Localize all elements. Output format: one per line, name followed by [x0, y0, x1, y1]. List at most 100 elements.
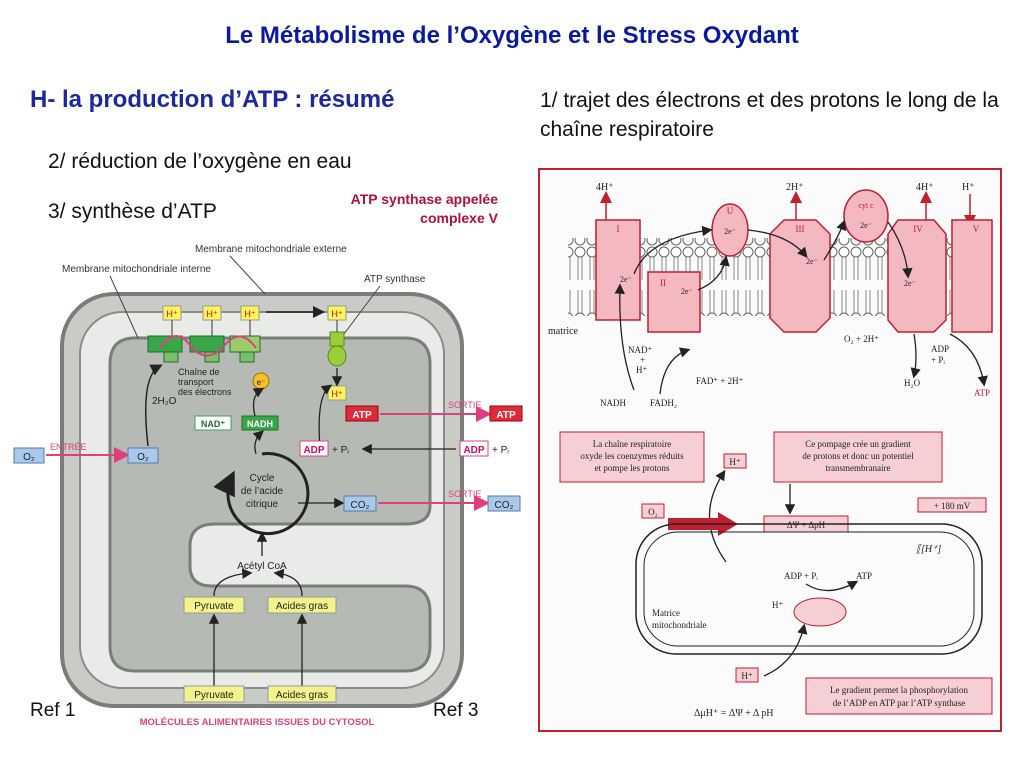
h-plus-matrix-label: H⁺ [772, 600, 783, 610]
sortie-label-atp: SORTIE [448, 400, 481, 410]
svg-text:I: I [617, 224, 620, 234]
atp-synthase-complex [327, 320, 347, 367]
co2-box-inner [343, 495, 377, 512]
complex-iii [769, 219, 831, 333]
fatty-acids-box-inner [267, 596, 337, 614]
svg-text:et pompe les protons: et pompe les protons [595, 463, 670, 473]
pi-inner: + Pᵢ [332, 445, 349, 456]
pyruvate-box-outer [183, 685, 245, 703]
svg-text:H⁺: H⁺ [166, 309, 177, 319]
svg-text:O₂: O₂ [648, 507, 658, 517]
svg-text:cyt c: cyt c [858, 201, 874, 210]
explanation-box-phosphorylation [805, 677, 993, 715]
o2-box-inner [127, 447, 159, 464]
svg-text:de protons et donc un potentie: de protons et donc un potentiel [802, 451, 914, 461]
ref-3: Ref 3 [433, 700, 479, 721]
o2-box-outer [13, 447, 45, 464]
acetyl-coa-label: Acétyl CoA [237, 561, 287, 572]
mitochondria-diagram: Membrane mitochondriale externe Membrane… [13, 244, 523, 728]
fad-label: FAD⁺ + 2H⁺ [696, 376, 744, 386]
proton-motive-formula: ΔμH⁺ = ΔΨ + Δ pH [694, 708, 773, 719]
mitochondrion-outline-inner [643, 531, 975, 647]
proton-pump-curve [708, 469, 727, 563]
chain-label-3: des électrons [178, 387, 232, 397]
complex-iii-electrons: 2e⁻ [806, 257, 818, 266]
complex-ii [647, 271, 701, 333]
h4-left-label: 4H⁺ [596, 182, 614, 193]
nad-box [194, 415, 232, 431]
nadh-to-chain-arrow [252, 387, 265, 417]
matrice-mito-label-1: Matrice [652, 608, 680, 618]
inner-membrane-label: Membrane mitochondriale interne [62, 264, 211, 275]
sortie-label-co2: SORTIE [448, 489, 481, 499]
svg-text:H⁺: H⁺ [729, 457, 740, 467]
complex-i-to-u-arrow [633, 225, 713, 275]
point-oxygen-reduction: 2/ réduction de l’oxygène en eau [48, 150, 352, 173]
svg-text:IV: IV [913, 224, 923, 234]
svg-text:III: III [796, 224, 805, 234]
electron-label: e⁻ [257, 378, 266, 387]
fatty-acids-box-outer [267, 685, 337, 703]
page-title: Le Métabolisme de l’Oxygène et le Stress… [225, 22, 799, 49]
nadh-to-complex-i-arrow [614, 283, 635, 391]
adp-box-inner [299, 440, 329, 457]
plus-sign: + [640, 355, 645, 365]
water-label: 2H₂O [152, 396, 177, 407]
o2-box [641, 503, 665, 519]
svg-text:H⁺: H⁺ [244, 309, 255, 319]
svg-text:H⁺: H⁺ [206, 309, 217, 319]
matrice-mito-label-2: mitochondriale [652, 620, 706, 630]
u-to-complex-iii-arrow [747, 229, 808, 259]
svg-text:NADH: NADH [247, 419, 273, 429]
phosphorylation-arrow [805, 580, 859, 592]
svg-text:H⁺: H⁺ [331, 389, 342, 399]
svg-text:O₂: O₂ [23, 452, 35, 463]
svg-text:ΔΨ + ΔpH: ΔΨ + ΔpH [787, 520, 826, 530]
co2-box-outer [487, 495, 521, 512]
atp-note-line2: complexe V [420, 210, 498, 226]
point-atp-synthesis: 3/ synthèse d’ATP [48, 200, 217, 223]
h2-label: 2H⁺ [786, 182, 804, 193]
atp-synthase-pointer [343, 285, 381, 335]
svg-text:H⁺: H⁺ [741, 671, 752, 681]
o2-to-water-arrow [910, 333, 921, 379]
svg-text:ADP: ADP [303, 445, 324, 456]
svg-text:U: U [727, 206, 734, 216]
complex-i-electrons: 2e⁻ [620, 275, 632, 284]
o2-2h-label: O₂ + 2H⁺ [844, 334, 879, 344]
svg-text:CO₂: CO₂ [495, 500, 514, 511]
cyt-c-to-complex-iv-arrow [887, 221, 913, 279]
h-plus-label: H⁺ [962, 182, 975, 193]
h-plus-box-bottom [735, 667, 759, 683]
svg-text:La chaîne respiratoire: La chaîne respiratoire [593, 439, 671, 449]
nadh-box [241, 415, 279, 431]
explanation-box-gradient [773, 431, 943, 483]
nad-plus-label: NAD⁺ [628, 345, 652, 355]
svg-text:transmembranaire: transmembranaire [826, 463, 891, 473]
complex-ii-electrons: 2e⁻ [681, 287, 693, 296]
svg-text:ATP: ATP [496, 410, 516, 421]
chain-label-2: transport [178, 377, 214, 387]
complex-v [951, 219, 993, 333]
complex-ii-to-u-arrow [697, 255, 730, 291]
h2o-label: H₂O [904, 378, 921, 388]
svg-text:Pyruvate: Pyruvate [194, 601, 234, 612]
cycle-to-nadh-arrow [252, 430, 264, 455]
matrice-label: matrice [548, 326, 579, 337]
chain-label-1: Chaîne de [178, 367, 220, 377]
complex-iv-electrons: 2e⁻ [904, 279, 916, 288]
fatty-acids-to-acetyl-arrow [273, 568, 303, 597]
section-title: H- la production d’ATP : résumé [30, 86, 395, 113]
cycle-label-3: citrique [246, 499, 279, 510]
svg-text:V: V [973, 224, 980, 234]
fadh2-to-complex-ii-arrow [659, 347, 691, 395]
pi-outer: + Pᵢ [492, 445, 509, 456]
ref-1: Ref 1 [30, 700, 76, 721]
pyruvate-box-inner [183, 596, 245, 614]
oxygen-to-water-arrow [144, 364, 163, 447]
svg-text:CO₂: CO₂ [351, 500, 370, 511]
inner-membrane-pointer [109, 275, 139, 339]
mitochondrion-outline-outer [635, 523, 983, 655]
molecules-label: MOLÉCULES ALIMENTAIRES ISSUES DU CYTOSOL [140, 717, 375, 728]
svg-text:de l’ADP en ATP par l’ATP synt: de l’ADP en ATP par l’ATP synthase [833, 698, 966, 708]
